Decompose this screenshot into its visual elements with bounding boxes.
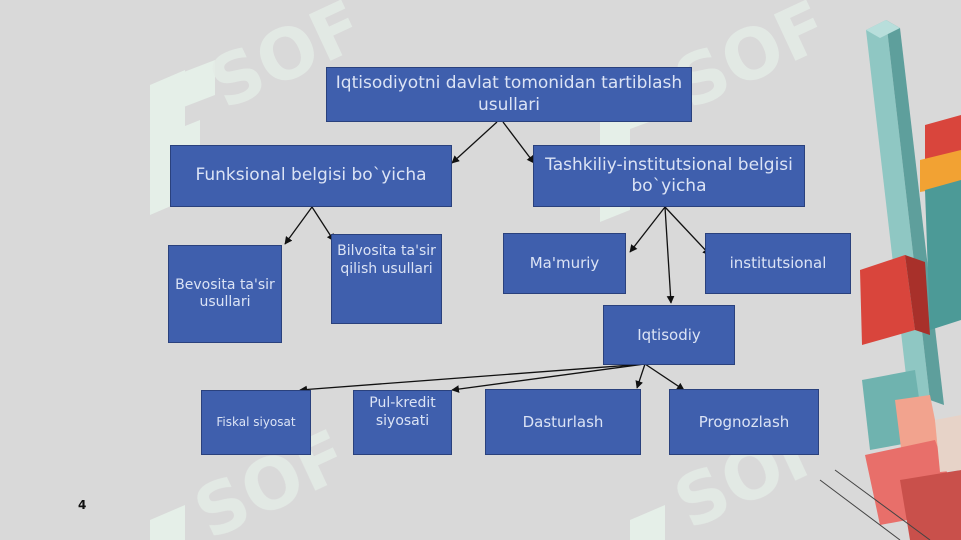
economic-box: Iqtisodiy [603, 305, 735, 365]
forecasting-box: Prognozlash [669, 389, 819, 455]
indirect-methods-box: Bilvosita ta'sir qilish usullari [331, 234, 442, 324]
functional-label: Funksional belgisi bo`yicha [195, 165, 427, 186]
indirect-methods-label: Bilvosita ta'sir qilish usullari [337, 243, 436, 277]
connector-arrow [635, 363, 646, 389]
organizational-label: Tashkiliy-institutsional belgisi bo`yich… [545, 154, 793, 196]
connector-arrow [451, 121, 498, 164]
decorative-bars-graphic [819, 20, 961, 540]
programming-label: Dasturlash [522, 412, 604, 431]
monetary-policy-label: Pul-kredit siyosati [369, 395, 436, 429]
connector-arrow [629, 206, 666, 253]
connector-arrow [664, 206, 711, 256]
institutional-box: institutsional [705, 233, 851, 294]
fiscal-policy-label: Fiskal siyosat [216, 415, 296, 429]
connector-arrow [644, 363, 685, 391]
connector-arrow [664, 206, 675, 304]
administrative-box: Ma'muriy [503, 233, 626, 294]
fiscal-policy-box: Fiskal siyosat [201, 390, 311, 455]
direct-methods-label: Bevosita ta'sir usullari [175, 276, 275, 311]
connector-arrow [451, 363, 646, 393]
connector-arrow [284, 206, 313, 245]
connector-arrow [299, 363, 646, 394]
connector-arrow [502, 121, 535, 164]
functional-box: Funksional belgisi bo`yicha [170, 145, 452, 207]
root-box: Iqtisodiyotni davlat tomonidan tartiblas… [326, 67, 692, 122]
monetary-policy-box: Pul-kredit siyosati [353, 390, 452, 455]
forecasting-label: Prognozlash [698, 412, 790, 431]
direct-methods-box: Bevosita ta'sir usullari [168, 245, 282, 343]
programming-box: Dasturlash [485, 389, 641, 455]
root-label: Iqtisodiyotni davlat tomonidan tartiblas… [335, 73, 683, 115]
connector-arrow [311, 206, 335, 242]
administrative-label: Ma'muriy [529, 254, 600, 273]
organizational-box: Tashkiliy-institutsional belgisi bo`yich… [533, 145, 805, 207]
institutional-label: institutsional [729, 254, 827, 273]
economic-label: Iqtisodiy [637, 325, 701, 344]
page-number: 4 [78, 498, 87, 512]
